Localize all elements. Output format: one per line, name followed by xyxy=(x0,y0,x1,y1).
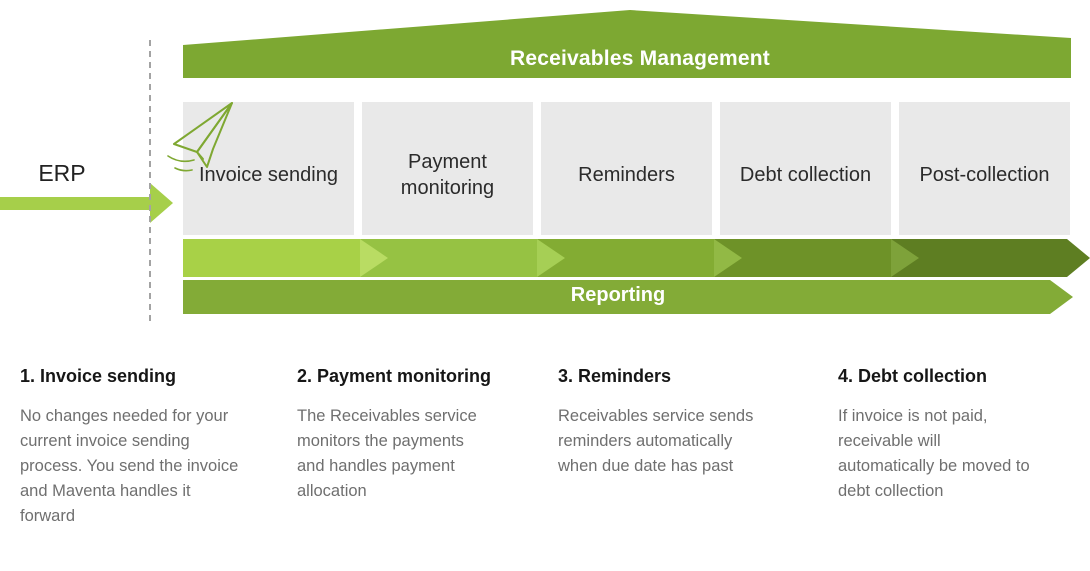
reporting-label: Reporting xyxy=(570,284,666,306)
chevron-4 xyxy=(891,239,919,277)
step-body: The Receivables service monitors the pay… xyxy=(297,407,477,500)
step-debt-collection: 4. Debt collection If invoice is not pai… xyxy=(838,366,1078,504)
step-heading: 4. Debt collection xyxy=(838,366,988,386)
banner-title: Receivables Management xyxy=(509,47,770,70)
step-body: No changes needed for your current invoi… xyxy=(20,407,239,525)
erp-arrow-icon xyxy=(0,183,173,223)
erp-boundary-dashed-line xyxy=(149,40,151,322)
process-flow-arrow xyxy=(183,239,1090,277)
step-body: Receivables service sends reminders auto… xyxy=(558,407,754,475)
step-heading: 3. Reminders xyxy=(558,366,672,386)
reporting-arrow-shape xyxy=(183,280,1073,314)
step-invoice-sending: 1. Invoice sending No changes needed for… xyxy=(20,366,282,529)
process-segment-1 xyxy=(183,239,361,277)
chevron-3 xyxy=(714,239,742,277)
receivables-management-banner: Receivables Management xyxy=(183,10,1071,78)
process-segment-5 xyxy=(891,239,1090,277)
chevron-1 xyxy=(360,239,388,277)
stage-box-post-collection: Post-collection xyxy=(899,102,1070,235)
stage-label: Post-collection xyxy=(919,163,1050,186)
stage-label: Reminders xyxy=(578,163,675,186)
step-reminders: 3. Reminders Receivables service sends r… xyxy=(558,366,808,479)
erp-label: ERP xyxy=(38,160,86,186)
banner-shape xyxy=(183,10,1071,78)
stage-label: Debt collection xyxy=(739,163,872,186)
process-segment-4 xyxy=(714,239,892,277)
reporting-bar: Reporting xyxy=(183,280,1073,314)
stage-box-invoice-sending: Invoice sending xyxy=(183,102,354,235)
process-segment-3 xyxy=(537,239,715,277)
step-heading: 2. Payment monitoring xyxy=(297,366,492,386)
step-body: If invoice is not paid, receivable will … xyxy=(838,407,1030,500)
stage-box-reminders: Reminders xyxy=(541,102,712,235)
stage-box-debt-collection: Debt collection xyxy=(720,102,891,235)
step-payment-monitoring: 2. Payment monitoring The Receivables se… xyxy=(297,366,537,504)
stage-label: Invoice sending xyxy=(199,163,338,186)
process-segment-2 xyxy=(360,239,538,277)
stage-box-payment-monitoring: Payment monitoring xyxy=(362,102,533,235)
stage-label: Payment monitoring xyxy=(400,150,495,199)
step-heading: 1. Invoice sending xyxy=(20,366,177,386)
stage-boxes: Invoice sending Payment monitoring Remin… xyxy=(183,102,1070,235)
chevron-2 xyxy=(537,239,565,277)
